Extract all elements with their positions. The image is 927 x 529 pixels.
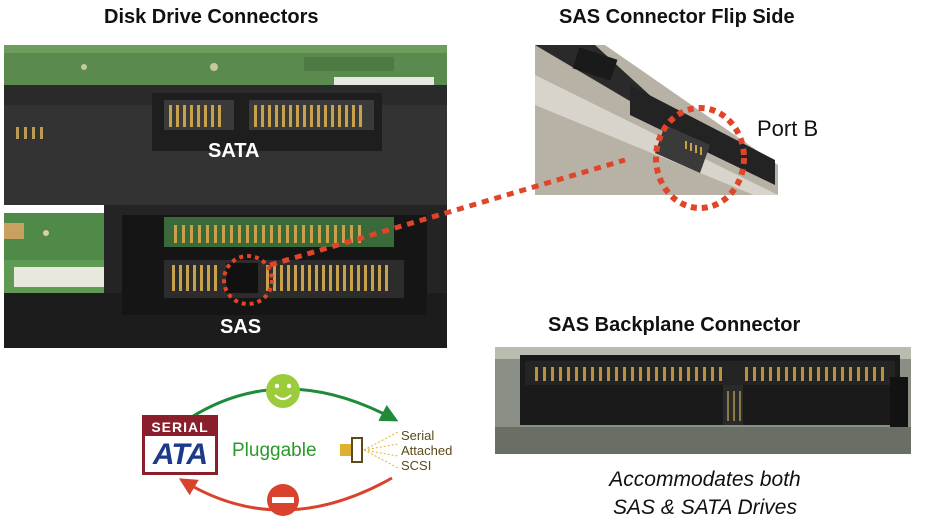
- caption: Accommodates both SAS & SATA Drives: [560, 466, 850, 522]
- smiley-face-icon: [266, 374, 300, 408]
- caption-line-1: Accommodates both: [609, 468, 801, 491]
- sas-logo-graphic: [340, 431, 399, 469]
- sas-flip-side-title: SAS Connector Flip Side: [559, 6, 795, 28]
- sas-flip-side-photo: [535, 45, 778, 195]
- disk-drive-connectors-title: Disk Drive Connectors: [104, 6, 319, 28]
- sas-backplane-title: SAS Backplane Connector: [548, 314, 801, 336]
- sas-connector-label: SAS: [220, 316, 262, 338]
- serial-attached-scsi-logo-text: Serial Attached SCSI: [401, 428, 452, 473]
- sas-logo-line-1: Serial: [401, 428, 435, 443]
- disk-drive-connectors-photo: [4, 45, 447, 348]
- pluggable-label: Pluggable: [232, 440, 317, 461]
- incompatible-arrow: [178, 476, 393, 512]
- sas-logo-line-2: Attached: [401, 443, 453, 458]
- serial-ata-logo-mark: ATA: [152, 438, 208, 471]
- compatible-arrow: [189, 387, 399, 422]
- no-entry-icon: [267, 484, 299, 516]
- caption-line-2: SAS & SATA Drives: [613, 496, 797, 519]
- sata-connector-label: SATA: [208, 140, 260, 162]
- sas-logo-line-3: SCSI: [401, 458, 432, 473]
- serial-ata-logo-top: SERIAL: [145, 418, 215, 436]
- port-b-label: Port B: [757, 116, 819, 141]
- serial-ata-logo: SERIAL ATA: [142, 415, 218, 475]
- sas-backplane-photo: [495, 347, 911, 454]
